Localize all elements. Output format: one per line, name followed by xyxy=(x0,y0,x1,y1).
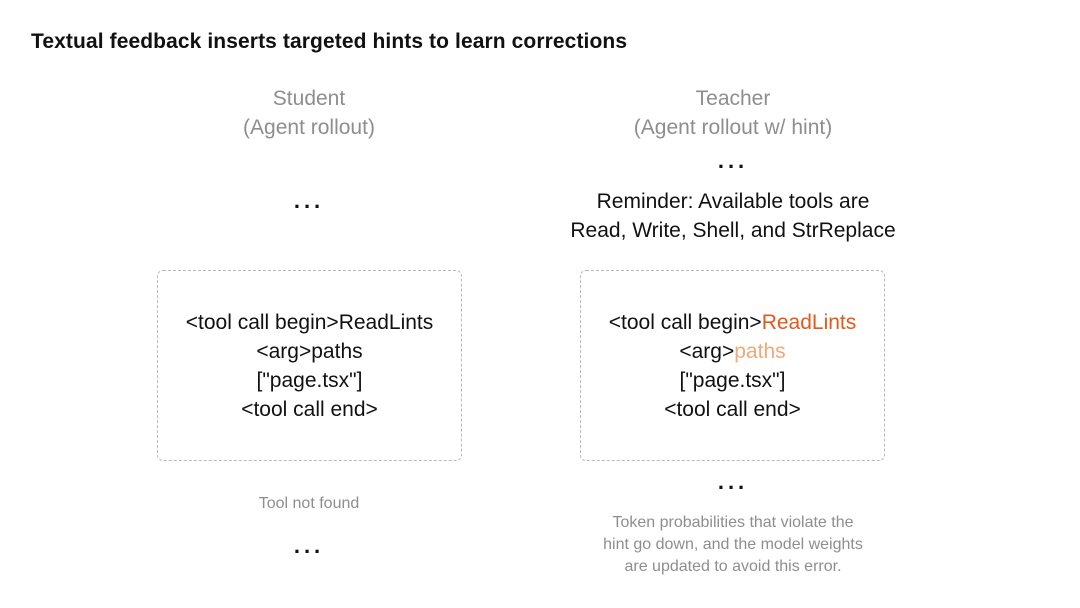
teacher-code-line-2: <arg>paths xyxy=(609,337,857,366)
teacher-heading-name: Teacher xyxy=(695,87,771,110)
student-tool-call-box: <tool call begin>ReadLints <arg>paths ["… xyxy=(157,270,462,461)
student-ellipsis-top: ... xyxy=(293,188,325,213)
teacher-hint-reminder: Reminder: Available tools are Read, Writ… xyxy=(533,187,933,245)
student-tool-call-begin: <tool call begin> xyxy=(185,310,339,334)
teacher-ellipsis-bottom: ... xyxy=(717,469,749,494)
student-code-line-2: <arg>paths xyxy=(186,337,434,366)
teacher-arg-tag: <arg> xyxy=(679,339,735,363)
student-arg-tag: <arg> xyxy=(256,339,312,363)
student-ellipsis-bottom: ... xyxy=(293,533,325,558)
teacher-tool-call-begin: <tool call begin> xyxy=(608,310,762,334)
teacher-code-line-3: ["page.tsx"] xyxy=(679,368,786,392)
student-code-line-4: <tool call end> xyxy=(241,397,378,421)
teacher-hint-line-2: Read, Write, Shell, and StrReplace xyxy=(570,219,896,242)
teacher-arg-name-highlight: paths xyxy=(734,339,786,363)
student-code-line-3: ["page.tsx"] xyxy=(256,368,363,392)
student-heading-name: Student xyxy=(272,87,346,110)
student-tool-call-code: <tool call begin>ReadLints <arg>paths ["… xyxy=(186,308,434,424)
teacher-note-line-3: are updated to avoid this error. xyxy=(624,558,842,575)
teacher-ellipsis-top: ... xyxy=(717,148,749,173)
teacher-note-line-1: Token probabilities that violate the xyxy=(612,514,854,531)
student-tool-name: ReadLints xyxy=(338,310,434,334)
teacher-note-line-2: hint go down, and the model weights xyxy=(603,536,863,553)
student-heading-subtitle: (Agent rollout) xyxy=(243,116,375,139)
student-heading: Student (Agent rollout) xyxy=(159,84,459,142)
teacher-tool-call-code: <tool call begin>ReadLints <arg>paths ["… xyxy=(609,308,857,424)
teacher-code-line-4: <tool call end> xyxy=(664,397,801,421)
student-code-line-1: <tool call begin>ReadLints xyxy=(186,308,434,337)
teacher-hint-line-1: Reminder: Available tools are xyxy=(596,190,870,213)
student-result: Tool not found xyxy=(258,495,360,512)
teacher-update-note: Token probabilities that violate the hin… xyxy=(533,512,933,578)
diagram-title: Textual feedback inserts targeted hints … xyxy=(31,30,628,53)
student-arg-name: paths xyxy=(311,339,363,363)
teacher-tool-name-highlight: ReadLints xyxy=(761,310,857,334)
teacher-heading: Teacher (Agent rollout w/ hint) xyxy=(583,84,883,142)
teacher-tool-call-box: <tool call begin>ReadLints <arg>paths ["… xyxy=(580,270,885,461)
teacher-code-line-1: <tool call begin>ReadLints xyxy=(609,308,857,337)
teacher-heading-subtitle: (Agent rollout w/ hint) xyxy=(633,116,833,139)
